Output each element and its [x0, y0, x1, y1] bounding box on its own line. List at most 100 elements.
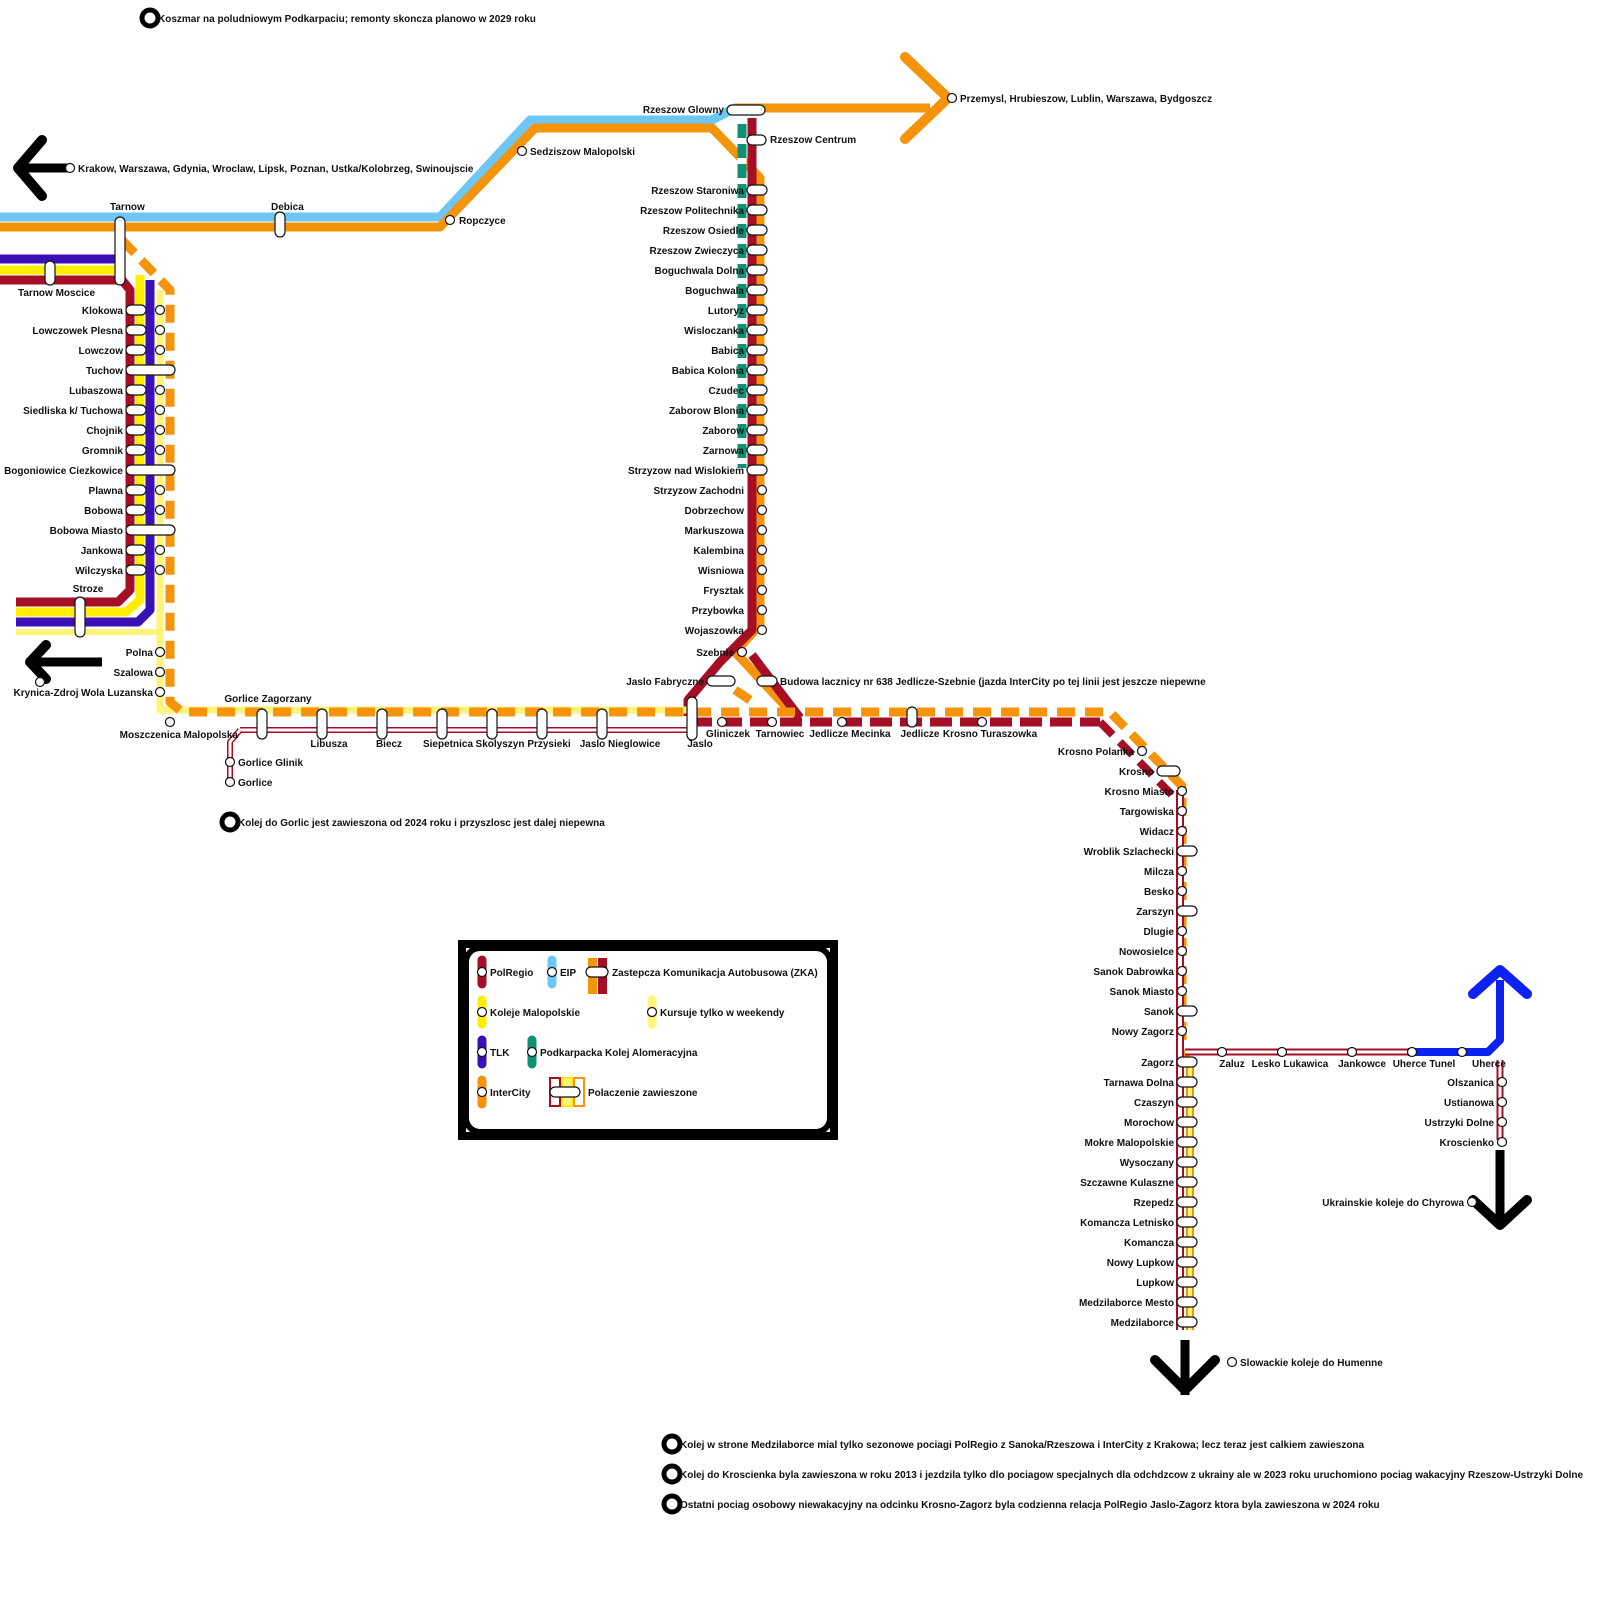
- station-wola-luzanska[interactable]: [154, 686, 166, 698]
- station-komancza[interactable]: [1176, 1236, 1198, 1248]
- station-rzeszow-centrum[interactable]: [746, 134, 767, 146]
- station-rzeszow-staroniwa[interactable]: [746, 184, 768, 196]
- station-jaslo[interactable]: [686, 696, 698, 741]
- station-zaborow[interactable]: [746, 424, 768, 436]
- station-strzyzow-nad-wislokiem[interactable]: [746, 464, 768, 476]
- station-wojaszowka[interactable]: [756, 624, 768, 636]
- station-stroze[interactable]: [74, 596, 86, 638]
- station-nowy-lupkow[interactable]: [1176, 1256, 1198, 1268]
- station-wroblik-szlachecki[interactable]: [1176, 845, 1198, 857]
- station-wisloczanka[interactable]: [746, 324, 768, 336]
- station-lowczowek-plesna-tlk[interactable]: [154, 324, 166, 336]
- station-sanok-miasto[interactable]: [1176, 985, 1188, 997]
- station-boguchwala-dolna[interactable]: [746, 264, 768, 276]
- station-gorlice[interactable]: [224, 776, 236, 788]
- station-lowczow-tlk[interactable]: [154, 344, 166, 356]
- station-babica-kolonia[interactable]: [746, 364, 768, 376]
- connection-krynica-marker[interactable]: [34, 676, 46, 688]
- station-przysieki[interactable]: [536, 708, 548, 740]
- station-szebnie[interactable]: [736, 646, 748, 658]
- station-jedlicze-mecinka[interactable]: [836, 716, 848, 728]
- station-rzeszow-osiedle[interactable]: [746, 224, 768, 236]
- station-babica[interactable]: [746, 344, 768, 356]
- station-lowczowek-plesna[interactable]: [125, 324, 147, 336]
- station-lubaszowa-tlk[interactable]: [154, 384, 166, 396]
- station-lesko-lukawica[interactable]: [1276, 1046, 1288, 1058]
- station-sanok-dabrowka[interactable]: [1176, 965, 1188, 977]
- station-gliniczek[interactable]: [716, 716, 728, 728]
- station-krosno-polanka[interactable]: [1136, 745, 1148, 757]
- station-jedlicze-link[interactable]: [756, 675, 778, 687]
- station-uherce-tunel[interactable]: [1406, 1046, 1418, 1058]
- station-olszanica[interactable]: [1496, 1076, 1508, 1088]
- station-ustrzyki-dolne[interactable]: [1496, 1116, 1508, 1128]
- station-tarnowiec[interactable]: [766, 716, 778, 728]
- station-plawna[interactable]: [125, 484, 147, 496]
- station-besko[interactable]: [1176, 885, 1188, 897]
- station-lutoryz[interactable]: [746, 304, 768, 316]
- station-szalowa[interactable]: [154, 666, 166, 678]
- station-mokre-malopolskie[interactable]: [1176, 1136, 1198, 1148]
- station-ropczyce[interactable]: [444, 214, 456, 226]
- connection-west-marker[interactable]: [64, 162, 76, 174]
- station-jaslo-nieglowice[interactable]: [596, 708, 608, 740]
- station-uherce[interactable]: [1456, 1046, 1468, 1058]
- station-tarnow[interactable]: [114, 216, 126, 286]
- station-tuchow[interactable]: [125, 364, 176, 376]
- station-widacz[interactable]: [1176, 825, 1188, 837]
- station-wisniowa[interactable]: [756, 564, 768, 576]
- station-rzeszow-zwieczyca[interactable]: [746, 244, 768, 256]
- station-rzeszow-politechnika[interactable]: [746, 204, 768, 216]
- station-klokowa[interactable]: [125, 304, 147, 316]
- station-jankowce[interactable]: [1346, 1046, 1358, 1058]
- connection-ukraine-marker[interactable]: [1466, 1196, 1478, 1208]
- station-bobowa-miasto[interactable]: [125, 524, 176, 536]
- station-libusza[interactable]: [316, 708, 328, 740]
- station-jaslo-fabryczne[interactable]: [706, 675, 736, 687]
- station-gorlice-zagorzany[interactable]: [256, 708, 268, 740]
- station-bobowa[interactable]: [125, 504, 147, 516]
- station-debica[interactable]: [274, 211, 286, 238]
- station-rzeszow-glowny[interactable]: [726, 104, 766, 116]
- station-nowosielce[interactable]: [1176, 945, 1188, 957]
- station-chojnik-tlk[interactable]: [154, 424, 166, 436]
- station-komancza-letnisko[interactable]: [1176, 1216, 1198, 1228]
- station-milcza[interactable]: [1176, 865, 1188, 877]
- station-gorlice-glinik[interactable]: [224, 756, 236, 768]
- station-medzilaborce-mesto[interactable]: [1176, 1296, 1198, 1308]
- station-markuszowa[interactable]: [756, 524, 768, 536]
- station-frysztak[interactable]: [756, 584, 768, 596]
- station-ustianowa[interactable]: [1496, 1096, 1508, 1108]
- station-tarnow-moscice[interactable]: [44, 260, 56, 286]
- station-zaluz[interactable]: [1216, 1046, 1228, 1058]
- station-lupkow[interactable]: [1176, 1276, 1198, 1288]
- station-dobrzechow[interactable]: [756, 504, 768, 516]
- station-krosno-turaszowka[interactable]: [976, 716, 988, 728]
- station-zarnowa[interactable]: [746, 444, 768, 456]
- station-szczawne-kulaszne[interactable]: [1176, 1176, 1198, 1188]
- connection-east-marker[interactable]: [946, 92, 958, 104]
- station-kroscienko[interactable]: [1496, 1136, 1508, 1148]
- station-dlugie[interactable]: [1176, 925, 1188, 937]
- station-jankowa[interactable]: [125, 544, 147, 556]
- station-jankowa-tlk[interactable]: [154, 544, 166, 556]
- station-bogoniowice-ciezkowice[interactable]: [125, 464, 176, 476]
- station-zagorz[interactable]: [1176, 1056, 1198, 1068]
- station-tarnawa-dolna[interactable]: [1176, 1076, 1198, 1088]
- connection-slovakia-marker[interactable]: [1226, 1356, 1238, 1368]
- station-targowiska[interactable]: [1176, 805, 1188, 817]
- station-boguchwala[interactable]: [746, 284, 768, 296]
- station-rzepedz[interactable]: [1176, 1196, 1198, 1208]
- station-przybowka[interactable]: [756, 604, 768, 616]
- station-lowczow[interactable]: [125, 344, 147, 356]
- station-biecz[interactable]: [376, 708, 388, 740]
- station-gromnik-tlk[interactable]: [154, 444, 166, 456]
- station-sanok[interactable]: [1176, 1005, 1198, 1017]
- station-skolyszyn[interactable]: [486, 708, 498, 740]
- station-lubaszowa[interactable]: [125, 384, 147, 396]
- station-nowy-zagorz[interactable]: [1176, 1025, 1188, 1037]
- station-moszczenica-malopolska[interactable]: [164, 716, 176, 728]
- station-siedliska-k-tuchowa[interactable]: [125, 404, 147, 416]
- station-wilczyska[interactable]: [125, 564, 147, 576]
- station-krosno[interactable]: [1156, 765, 1181, 777]
